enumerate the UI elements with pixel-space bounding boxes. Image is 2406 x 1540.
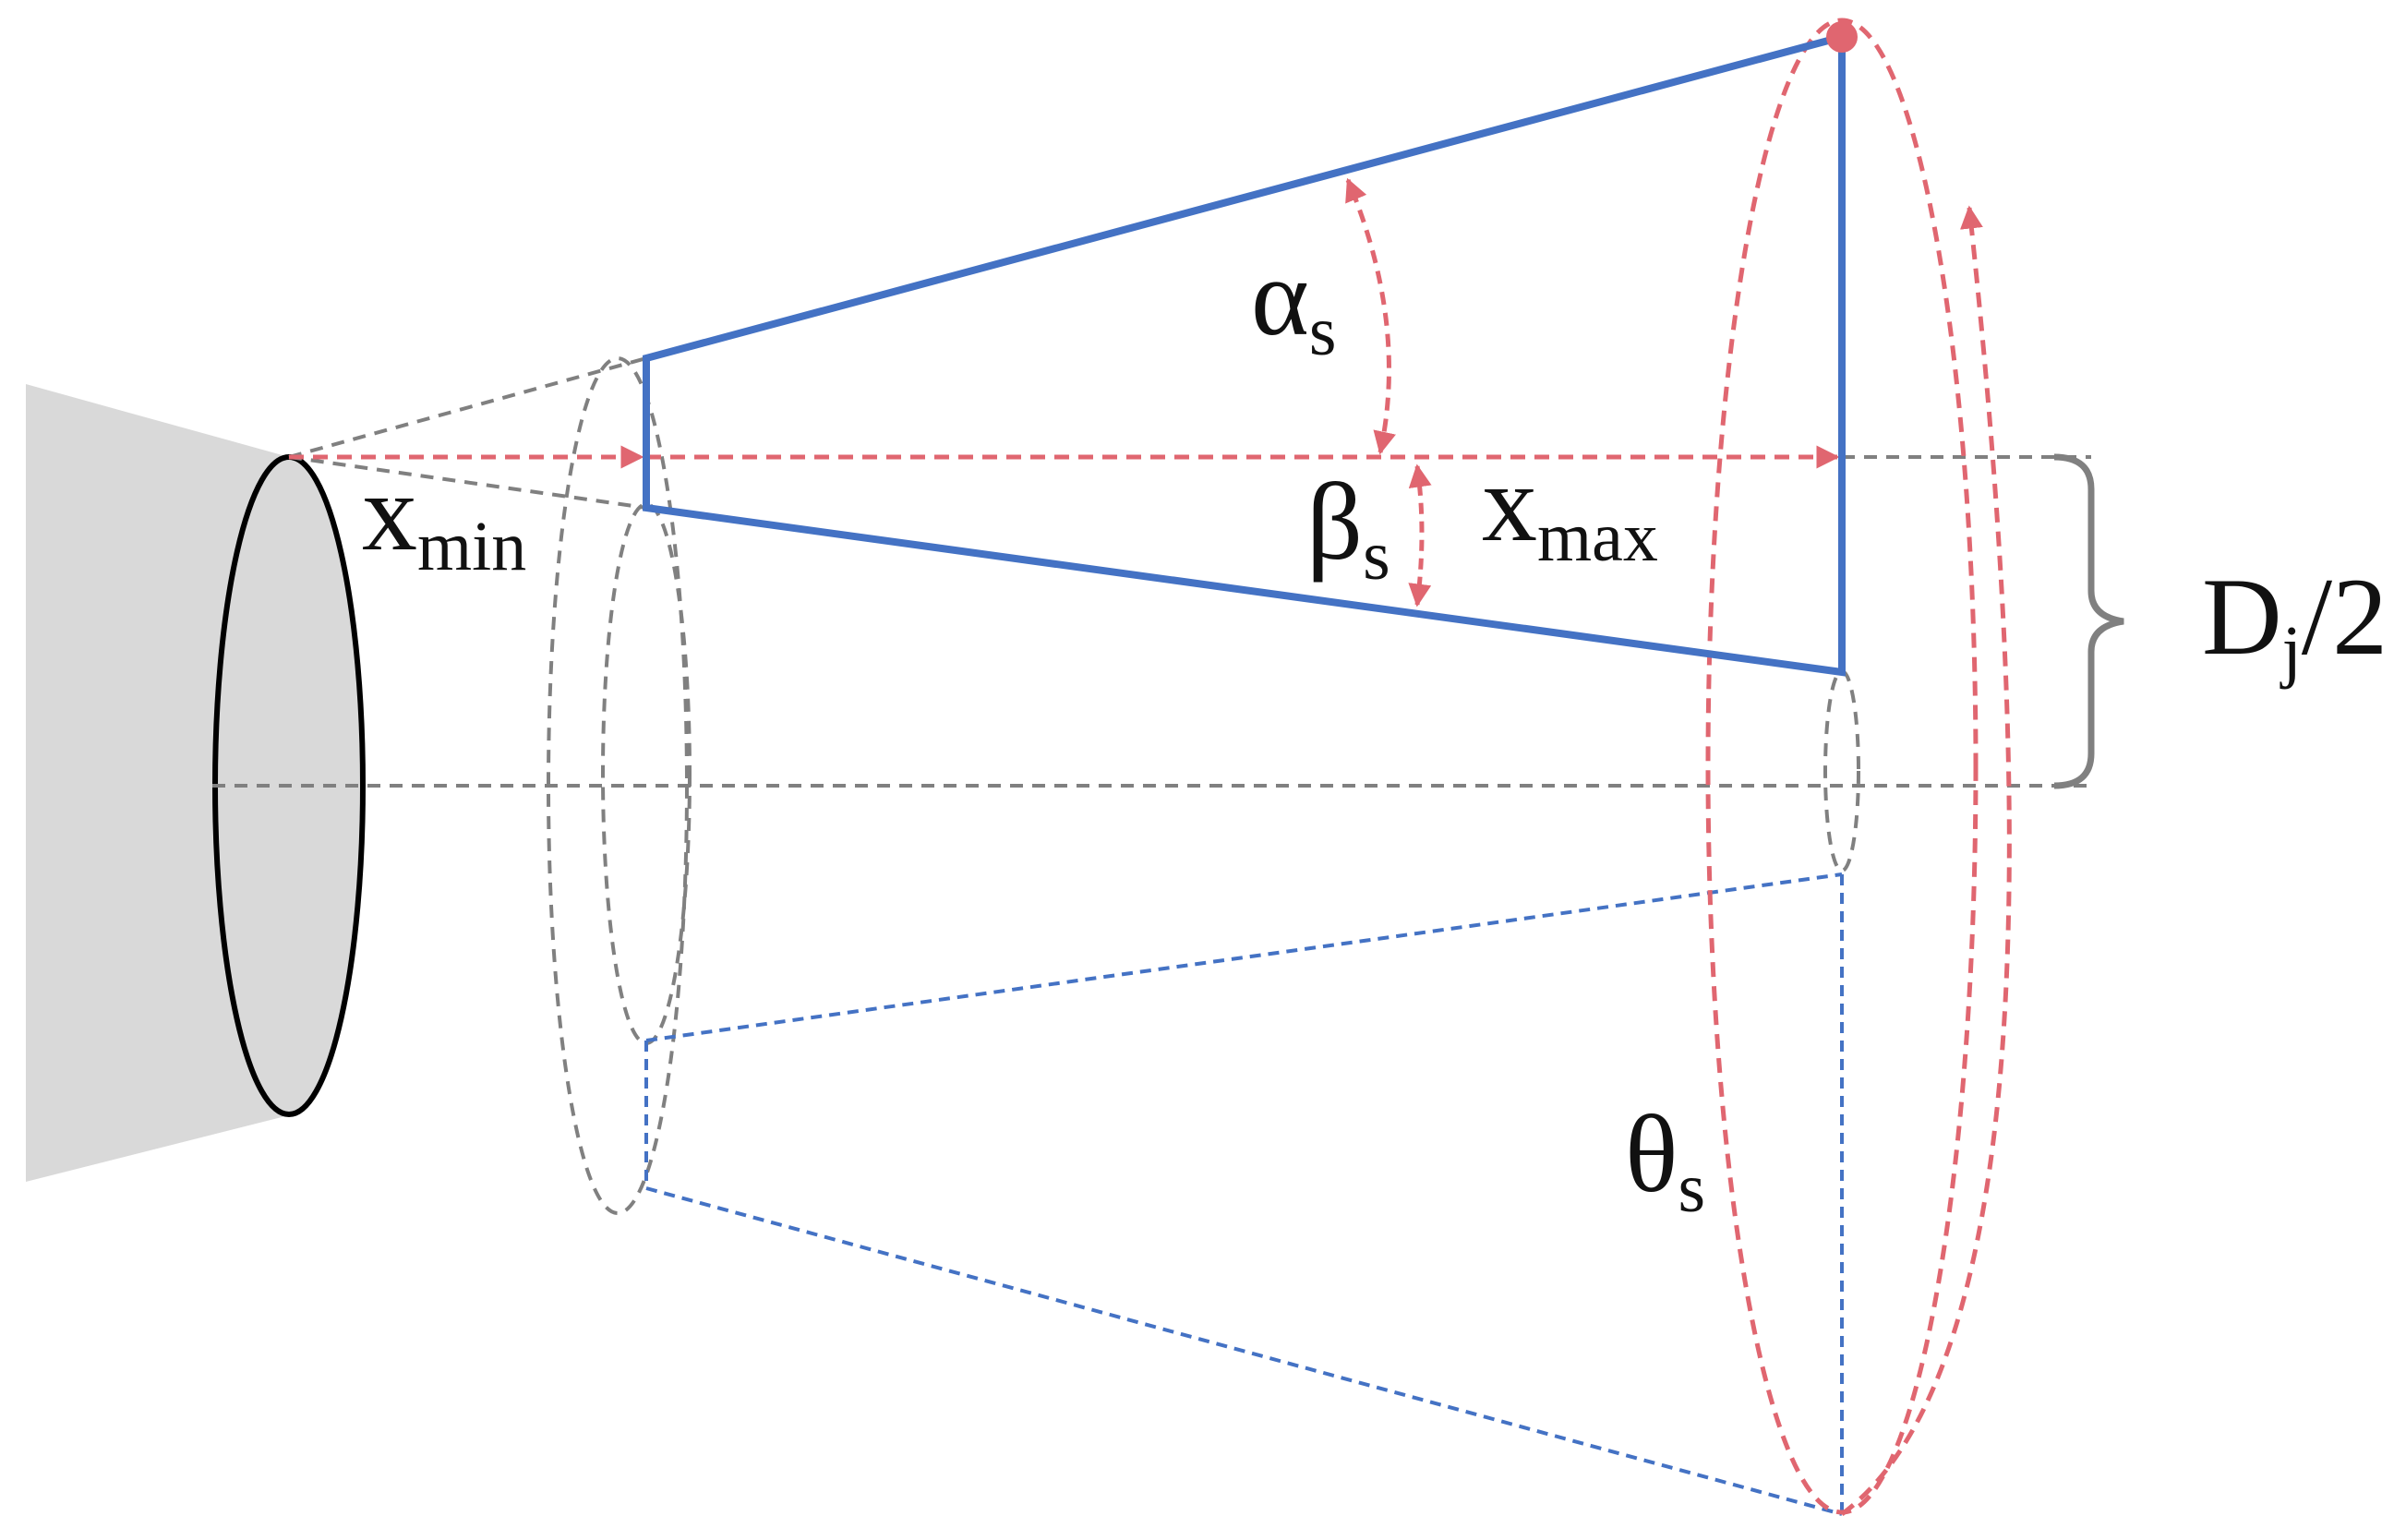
construction-lines	[212, 356, 2096, 1215]
diameter-brace	[2053, 453, 2124, 789]
xmin-label: xmin	[362, 451, 526, 585]
nozzle-to-ring-upper	[288, 356, 647, 459]
beta-label: βs	[1306, 460, 1390, 595]
lower-inner-edge	[645, 872, 1843, 1042]
theta-rotation-arrow	[1840, 205, 2012, 1517]
alpha-label: αs	[1251, 235, 1336, 370]
theta-label: θs	[1625, 1092, 1705, 1227]
spray-region-lower	[644, 872, 1844, 1516]
alpha-angle-arrow	[1345, 177, 1396, 455]
nozzle-to-ring-lower	[288, 455, 647, 510]
inner-ring-xmax	[1823, 669, 1860, 872]
beta-angle-arrow	[1408, 463, 1432, 608]
lower-outer-edge	[645, 1186, 1843, 1516]
xmax-label: xmax	[1482, 441, 1658, 576]
inner-ring-xmin	[601, 502, 692, 1045]
spray-tip-point	[1826, 21, 1858, 53]
spray-region-upper	[643, 31, 1846, 677]
diameter-label: Dj/2	[2202, 555, 2388, 690]
nozzle-body	[26, 384, 289, 1182]
outer-ring-xmin	[547, 356, 689, 1215]
